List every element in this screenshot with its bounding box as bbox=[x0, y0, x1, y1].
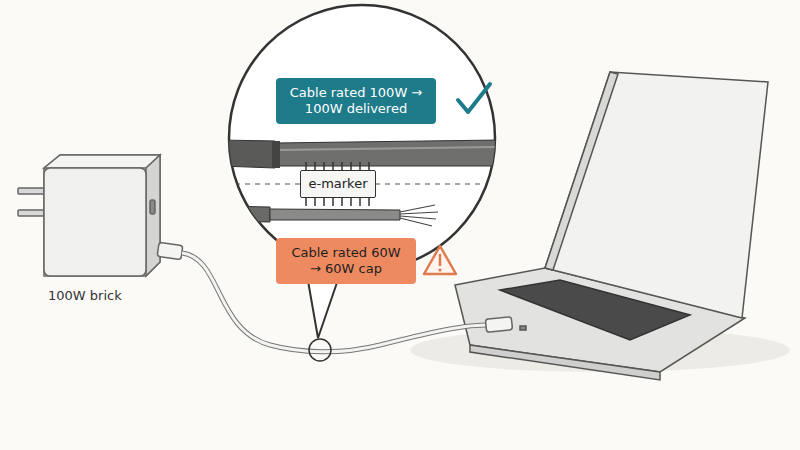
node-text: e-marker bbox=[308, 176, 367, 192]
rating-badge-warning: Cable rated 60W → 60W cap bbox=[276, 238, 416, 284]
rating-badge-good: Cable rated 100W → 100W delivered bbox=[276, 78, 436, 124]
node-text: Cable rated 100W → 100W delivered bbox=[284, 85, 428, 117]
check-mark bbox=[458, 84, 490, 112]
charger-brick bbox=[18, 155, 160, 276]
part-label: 100W brick bbox=[48, 288, 122, 303]
laptop bbox=[455, 72, 768, 380]
node-text: Cable rated 60W → 60W cap bbox=[284, 245, 408, 277]
warning-icon bbox=[424, 246, 456, 274]
chip-box: e-marker bbox=[300, 170, 376, 198]
magnifier-callout bbox=[220, 5, 500, 338]
